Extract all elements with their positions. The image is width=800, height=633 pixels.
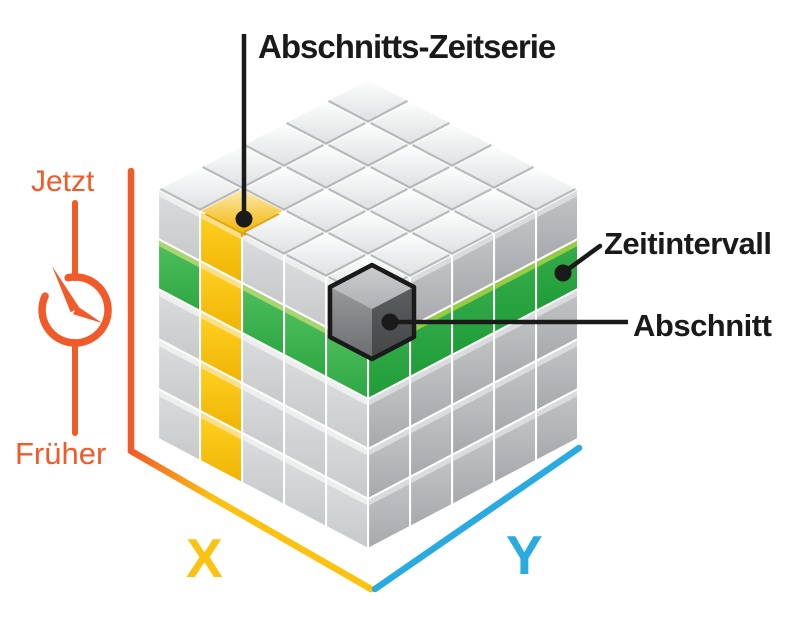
interval-callout-dot xyxy=(554,264,572,282)
label-abschnitt: Abschnitt xyxy=(633,308,772,343)
cube-right-face xyxy=(369,190,577,548)
label-abschnitts-zeitserie: Abschnitts-Zeitserie xyxy=(258,28,556,65)
series-callout-dot xyxy=(235,210,253,228)
callouts xyxy=(235,34,628,331)
x-axis-line xyxy=(127,447,375,593)
label-axis-x: X xyxy=(186,527,223,589)
section-callout-dot xyxy=(381,313,399,331)
label-jetzt: Jetzt xyxy=(31,165,95,198)
label-axis-y: Y xyxy=(506,524,543,586)
axes xyxy=(127,167,583,593)
clock-icon xyxy=(38,200,112,436)
label-frueher: Früher xyxy=(15,436,107,471)
cube-left-face xyxy=(159,190,367,548)
y-axis-line xyxy=(371,444,583,593)
label-zeitintervall: Zeitintervall xyxy=(604,226,772,261)
abschnitt-voxel xyxy=(327,262,417,362)
